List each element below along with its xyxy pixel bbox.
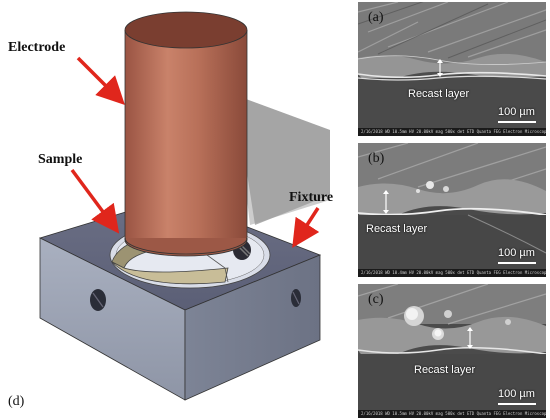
fixture-arrow [292, 207, 320, 248]
scale-bar-label: 100 µm [498, 388, 535, 400]
scale-bar-label: 100 µm [498, 106, 535, 118]
recast-layer-label: Recast layer [414, 364, 476, 376]
sample-label: Sample [38, 152, 83, 167]
scale-bar [498, 262, 536, 264]
electrode-arrow [76, 56, 125, 105]
screw-hole-icon [291, 289, 301, 307]
sem-image-c: (c) Recast layer 100 µm 2/16/2018 WD 10.… [358, 284, 546, 418]
panel-tag-a: (a) [368, 10, 384, 25]
recast-layer-label: Recast layer [366, 223, 428, 235]
panel-tag-b: (b) [368, 151, 385, 166]
electrode-cylinder [124, 11, 248, 257]
scale-bar [498, 121, 536, 123]
fixture-illustration [38, 11, 330, 401]
sample-arrow [70, 168, 120, 234]
fixture-label: Fixture [289, 190, 334, 205]
fixture-right-face [184, 254, 321, 401]
sem-info-bar: 2/16/2018 WD 10.5mm HV 20.00kV mag 500x … [358, 128, 546, 136]
sem-info-bar: 2/16/2018 WD 10.4mm HV 20.00kV mag 500x … [358, 269, 546, 277]
scale-bar [498, 403, 536, 405]
sem-info-bar: 2/16/2018 WD 10.5mm HV 20.00kV mag 500x … [358, 410, 546, 418]
sem-image-b: (b) Recast layer 100 µm 2/16/2018 WD 10.… [358, 143, 546, 277]
screw-hole-icon [90, 289, 106, 311]
panel-tag-d: (d) [8, 394, 25, 409]
scale-bar-label: 100 µm [498, 247, 535, 259]
electrode-label: Electrode [8, 40, 66, 55]
panel-tag-c: (c) [368, 292, 384, 307]
recast-layer-label: Recast layer [408, 88, 470, 100]
sem-image-a: (a) Recast layer 100 µm 2/16/2018 WD 10.… [358, 2, 546, 136]
